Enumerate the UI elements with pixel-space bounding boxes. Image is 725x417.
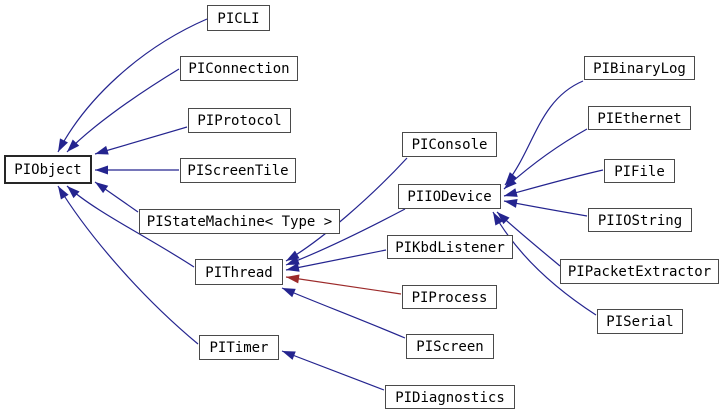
node-label: PICLI [217,10,260,27]
node-piserial[interactable]: PISerial [597,309,683,334]
node-label: PIFile [614,163,665,180]
node-label: PIKbdListener [395,239,505,256]
node-piconsole[interactable]: PIConsole [402,132,497,157]
node-piethernet[interactable]: PIEthernet [588,106,691,130]
node-label: PIScreenTile [187,163,289,179]
node-label: PITimer [209,340,269,356]
node-label: PIStateMachine< Type > [146,214,333,230]
node-piobject[interactable]: PIObject [4,155,92,184]
node-pithread[interactable]: PIThread [195,259,283,285]
node-pikbdlistener[interactable]: PIKbdListener [387,235,513,259]
node-label: PIProtocol [197,113,282,129]
node-pidiagnostics[interactable]: PIDiagnostics [385,385,515,409]
edge-piscreen-to-pithread [281,287,406,339]
node-piconnection[interactable]: PIConnection [180,56,298,81]
edge-pikbdlistener-to-pithread [285,249,387,272]
node-label: PIPacketExtractor [567,264,712,280]
edge-piethernet-to-piiodevice [503,128,588,190]
edge-piiodevice-to-pithread [285,208,406,266]
edge-pibinarylog-to-piiodevice [504,80,584,186]
edge-piprocess-to-pithread [285,274,402,295]
node-label: PIThread [205,264,273,281]
node-piscreen[interactable]: PIScreen [406,334,494,359]
edge-pistatemachinetype-to-piobject [94,181,139,213]
node-label: PIProcess [411,289,488,306]
node-label: PIIOString [597,212,683,229]
edge-piprotocol-to-piobject [94,126,188,155]
node-piscreentile[interactable]: PIScreenTile [180,158,296,183]
edge-piconnection-to-piobject [66,68,180,153]
node-piiostring[interactable]: PIIOString [588,208,692,232]
edge-pidiagnostics-to-pitimer [281,350,385,391]
node-label: PIBinaryLog [593,60,686,77]
node-piprotocol[interactable]: PIProtocol [188,108,291,133]
edge-piserial-to-piiodevice [492,211,597,316]
node-label: PIConnection [188,61,290,77]
node-label: PIIODevice [407,189,492,205]
node-label: PIEthernet [597,110,682,127]
edge-piconsole-to-pithread [285,157,408,262]
edge-pifile-to-piiodevice [503,169,604,197]
node-pistatemachine[interactable]: PIStateMachine< Type > [139,209,340,234]
node-label: PIConsole [411,137,488,153]
node-pitimer[interactable]: PITimer [199,335,279,360]
edge-pitimer-to-piobject [57,185,199,345]
node-piprocess[interactable]: PIProcess [402,285,497,309]
node-picli[interactable]: PICLI [207,5,270,31]
node-label: PIScreen [416,339,484,355]
node-piiodevice[interactable]: PIIODevice [398,184,501,209]
node-label: PIObject [14,162,82,178]
edge-picli-to-piobject [57,18,208,153]
node-pifile[interactable]: PIFile [604,159,675,183]
edge-pithread-to-piobject [66,185,195,268]
node-pibinarylog[interactable]: PIBinaryLog [584,56,695,80]
edge-piiostring-to-piiodevice [503,199,588,217]
node-label: PISerial [606,314,674,330]
node-pipacketextractor[interactable]: PIPacketExtractor [560,259,719,284]
node-label: PIDiagnostics [395,389,505,406]
